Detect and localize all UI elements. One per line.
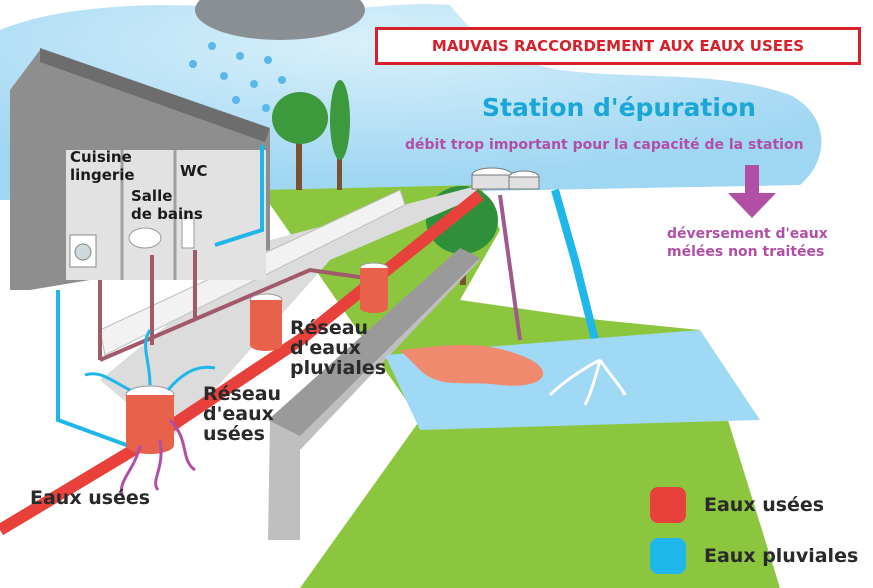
legend-label-wastewater: Eaux usées bbox=[704, 494, 824, 516]
warning-banner: MAUVAIS RACCORDEMENT AUX EAUX USEES bbox=[375, 27, 861, 65]
station-tanks bbox=[472, 168, 539, 189]
label-wastewater-bottom: Eaux usées bbox=[30, 488, 150, 508]
legend-label-stormwater: Eaux pluviales bbox=[704, 545, 858, 567]
station-title: Station d'épuration bbox=[482, 93, 756, 122]
station-subtitle: débit trop important pour la capacité de… bbox=[405, 137, 804, 153]
tank-overflow bbox=[126, 386, 174, 454]
tank-waste bbox=[360, 263, 388, 313]
label-kitchen: Cuisine lingerie bbox=[70, 148, 135, 184]
label-bathroom: Salle de bains bbox=[131, 187, 203, 223]
label-stormwater-network: Réseau d'eaux pluviales bbox=[290, 318, 386, 378]
label-wastewater-network: Réseau d'eaux usées bbox=[203, 384, 281, 444]
legend-item-wastewater: Eaux usées bbox=[650, 487, 824, 523]
legend-swatch-stormwater bbox=[650, 538, 686, 574]
overflow-note: déversement d'eaux mélées non traitées bbox=[667, 225, 828, 261]
tank-storm bbox=[250, 294, 282, 351]
legend-item-stormwater: Eaux pluviales bbox=[650, 538, 858, 574]
legend-swatch-wastewater bbox=[650, 487, 686, 523]
label-wc: WC bbox=[180, 162, 208, 180]
